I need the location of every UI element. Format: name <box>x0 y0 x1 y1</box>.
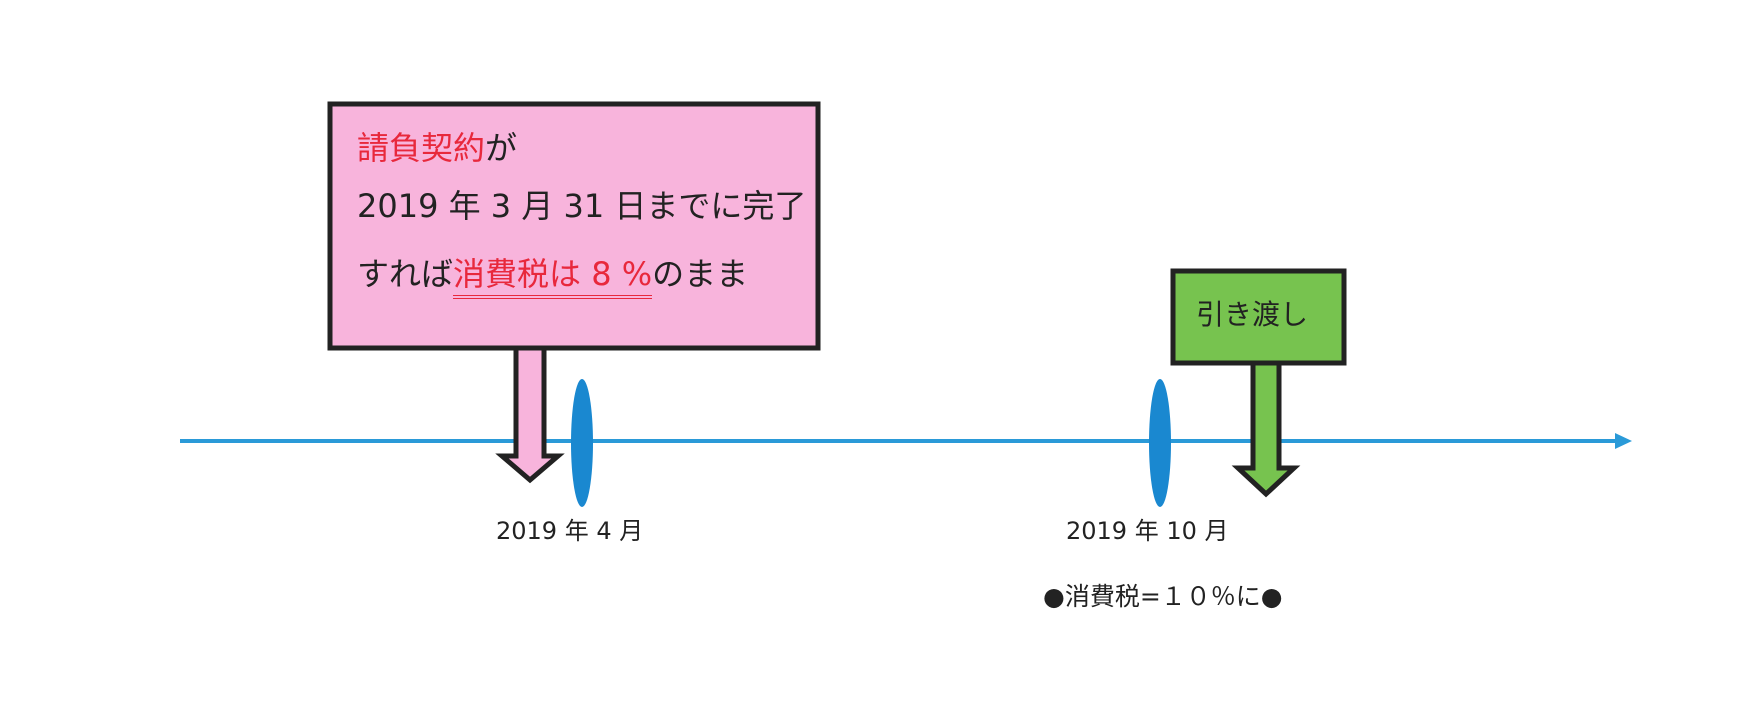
contract-line-3-red: 消費税は 8 % <box>453 255 653 299</box>
contract-line-1-rest: が <box>485 129 518 167</box>
tax-note: ●消費税=１０％に● <box>1043 582 1283 611</box>
contract-line-1: 請負契約が <box>357 132 517 164</box>
october-marker <box>1149 379 1171 507</box>
april-marker <box>571 379 593 507</box>
timeline-arrowhead <box>1615 433 1632 449</box>
contract-line-3-suffix: のまま <box>652 255 749 293</box>
contract-line-3-prefix: すれば <box>357 255 454 293</box>
contract-line-3: すれば消費税は 8 %のまま <box>357 255 749 299</box>
contract-line-1-red: 請負契約 <box>357 129 486 167</box>
contract-box <box>327 101 821 351</box>
date-april-label: 2019 年 4 月 <box>496 517 644 545</box>
handover-label: 引き渡し <box>1196 298 1309 331</box>
contract-line-2: 2019 年 3 月 31 日までに完了 <box>357 187 807 225</box>
handover-arrow <box>1231 360 1301 498</box>
date-october-label: 2019 年 10 月 <box>1066 517 1229 545</box>
handover-box <box>1170 268 1347 366</box>
contract-arrow <box>495 345 565 484</box>
